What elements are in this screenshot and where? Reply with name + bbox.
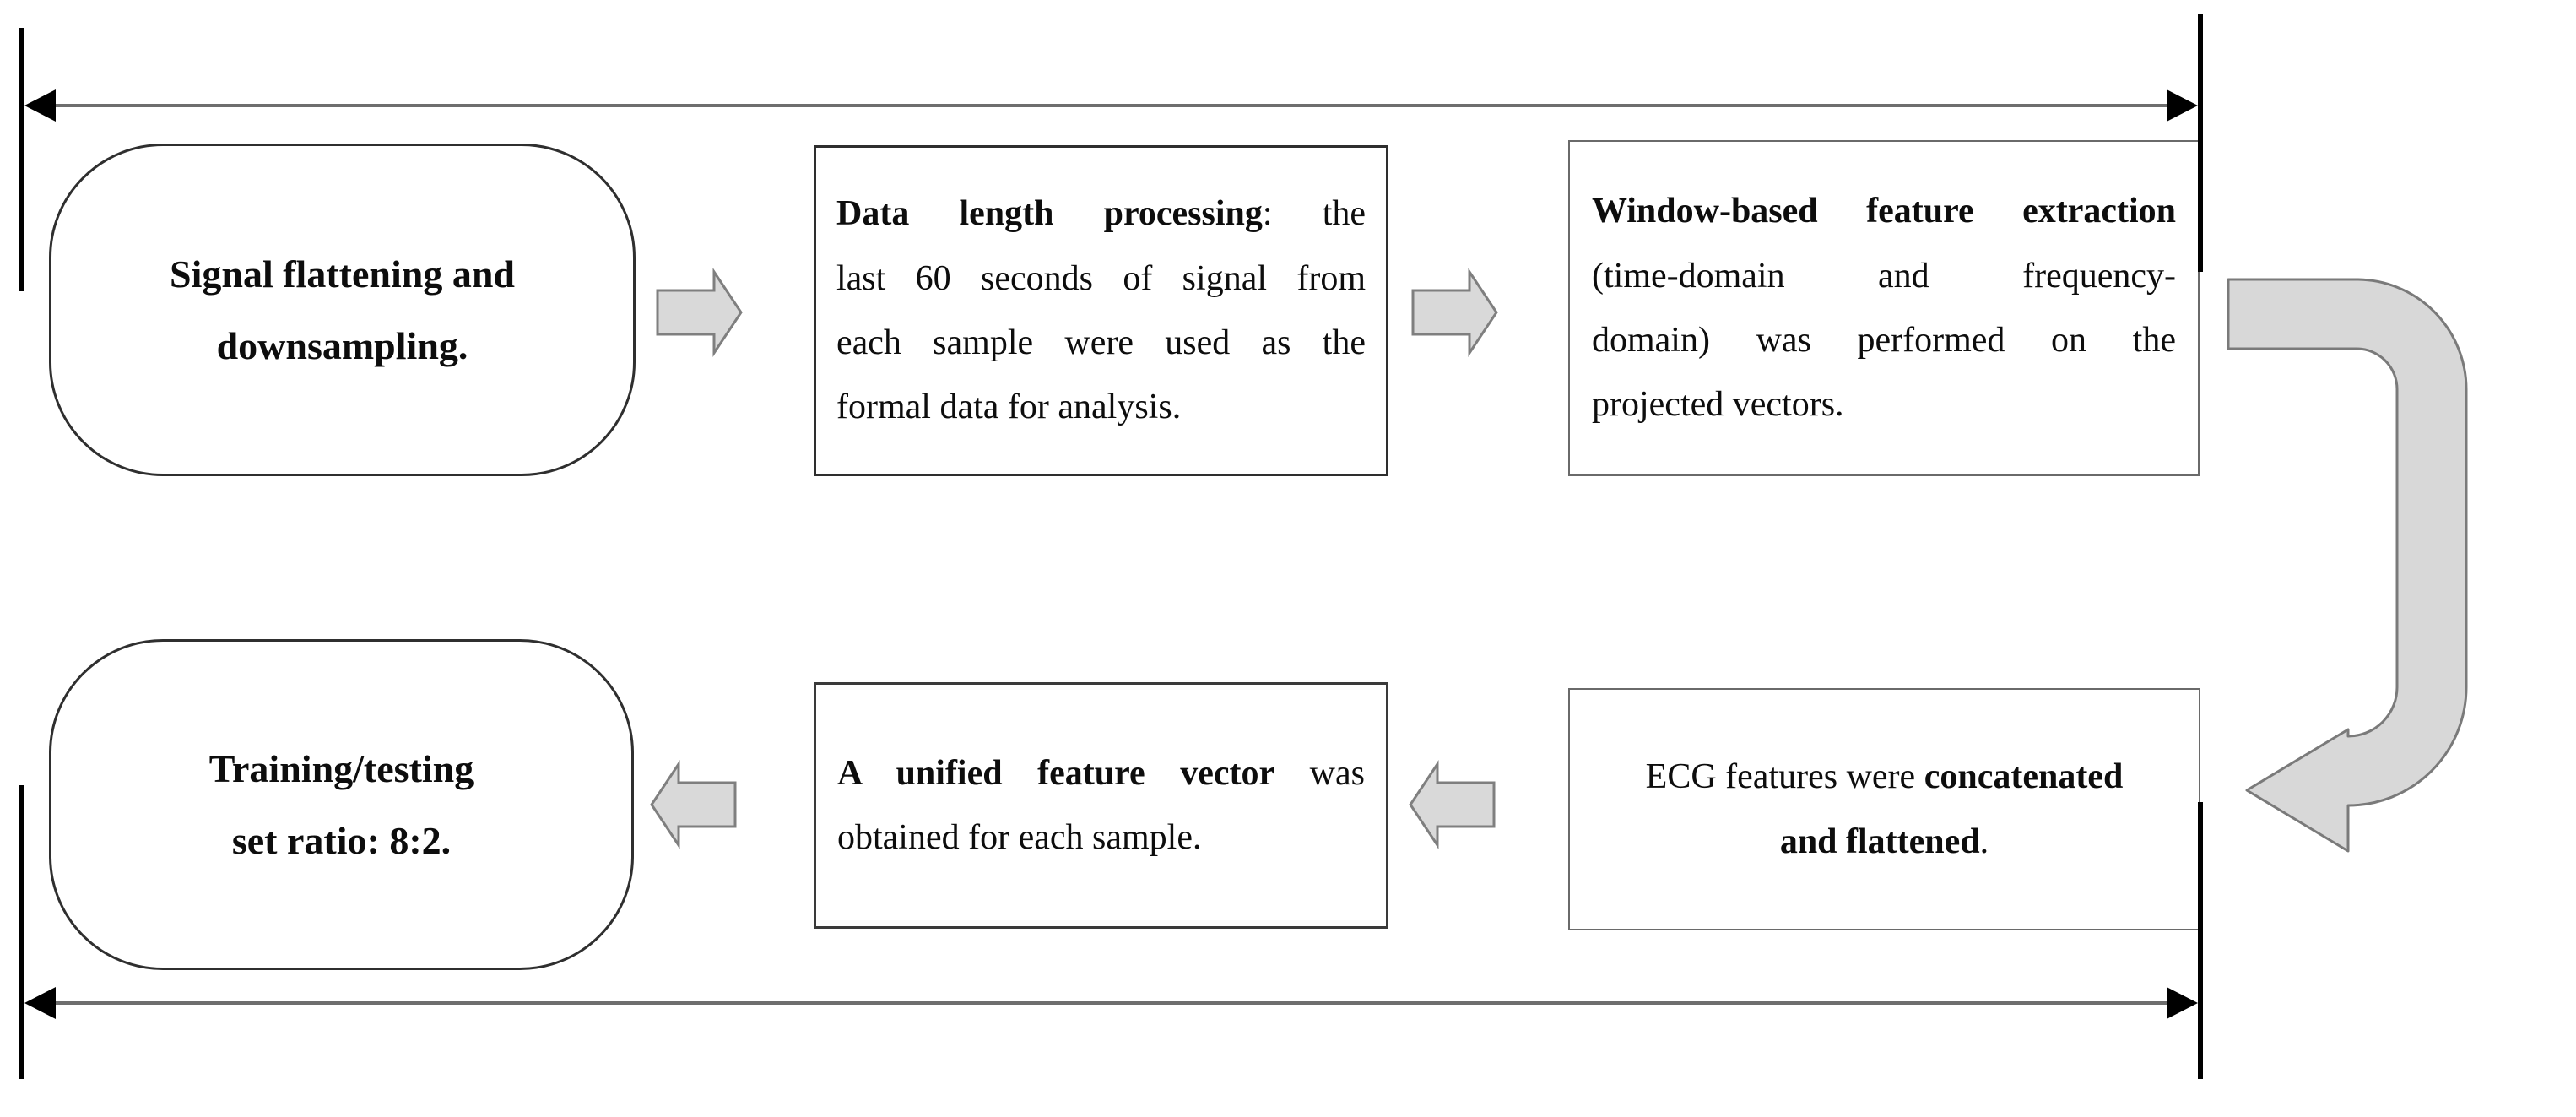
top-span-arrow [24,89,2198,122]
bottom-span-arrow [24,987,2198,1019]
bottom-span-arrow-right-head [2167,987,2198,1019]
top-span-arrow-left-head [24,89,56,122]
flow-arrow-right-1 [656,268,743,357]
bottom-span-arrow-left-head [24,987,56,1019]
flow-arrow-left-1 [650,760,737,849]
node-window-feature-extraction-text: Window-based feature extraction(time-dom… [1592,192,2176,425]
flow-arrow-right-2 [1411,268,1498,357]
top-span-arrow-right-head [2167,89,2198,122]
u-turn-arrow [2227,278,2468,853]
node-window-feature-extraction: Window-based feature extraction(time-dom… [1568,140,2200,476]
flow-arrow-left-2 [1409,760,1496,849]
